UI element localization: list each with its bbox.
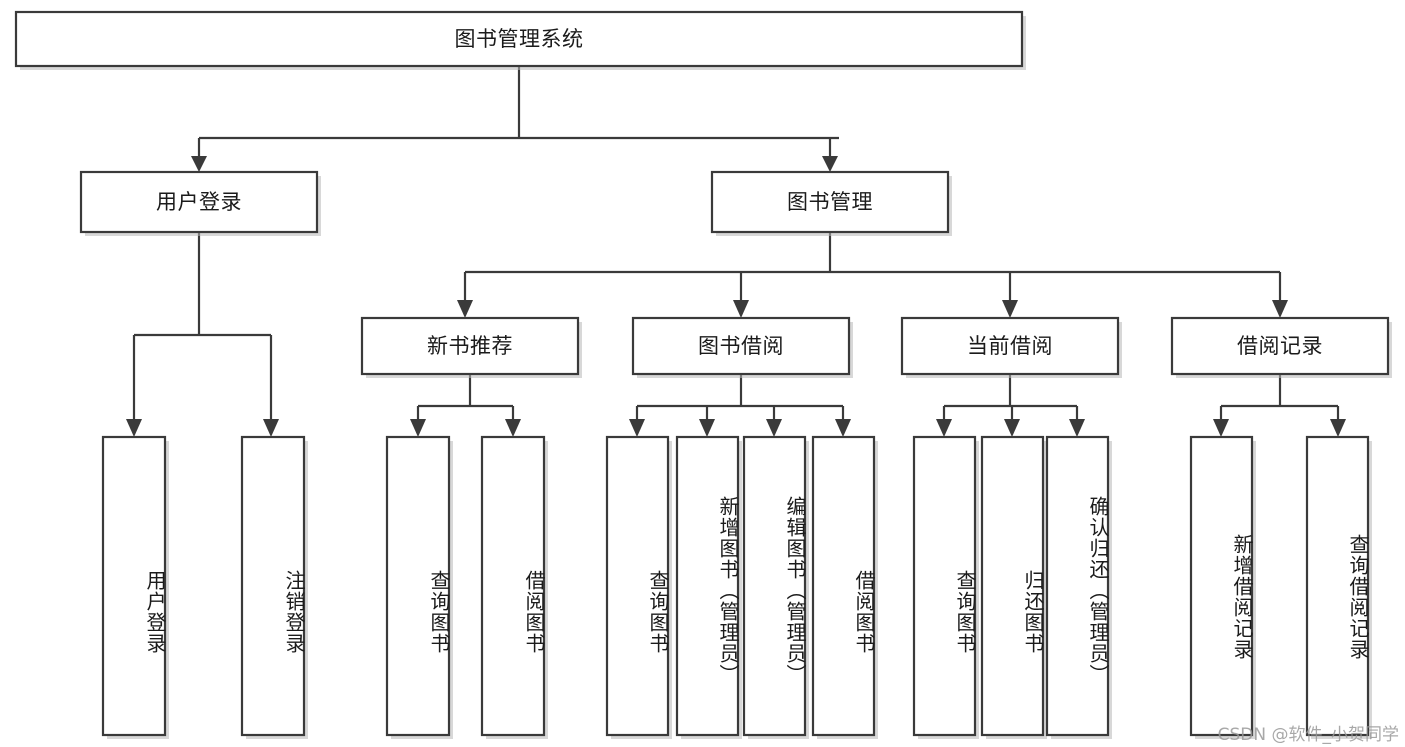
arrow-user-login-leaf-2 [263,419,279,437]
edge-layer [126,66,1346,437]
arrow-bm-borrow-record [1272,300,1288,318]
node-box-leaf-user-login[interactable] [101,435,167,737]
arrow-cb-leaf-2 [1004,419,1020,437]
arrow-bb-leaf-4 [835,419,851,437]
node-box-leaf-query-record[interactable] [1305,435,1370,737]
arrow-bb-leaf-3 [766,419,782,437]
arrow-bm-new-book-rec [457,300,473,318]
node-box-leaf-query-book-2[interactable] [605,435,670,737]
node-box-leaf-confirm-return[interactable] [1045,435,1110,737]
node-box-current-borrow[interactable] [900,316,1120,376]
arrow-root-to-book-manage [822,156,838,172]
arrow-user-login-leaf-1 [126,419,142,437]
arrow-bm-current-borrow [1002,300,1018,318]
arrow-nbr-leaf-1 [410,419,426,437]
node-box-layer [14,10,1390,737]
node-box-new-book-rec[interactable] [360,316,580,376]
node-box-leaf-borrow-book-2[interactable] [811,435,876,737]
arrow-nbr-leaf-2 [505,419,521,437]
arrow-bb-leaf-1 [629,419,645,437]
node-box-leaf-query-book-1[interactable] [385,435,451,737]
node-box-leaf-return-book[interactable] [980,435,1045,737]
arrow-bb-leaf-2 [699,419,715,437]
node-box-leaf-add-book[interactable] [675,435,740,737]
node-box-root[interactable] [14,10,1024,68]
arrow-cb-leaf-1 [936,419,952,437]
arrow-bm-book-borrow [733,300,749,318]
node-box-borrow-record[interactable] [1170,316,1390,376]
node-box-book-borrow[interactable] [631,316,851,376]
node-box-leaf-query-book-3[interactable] [912,435,977,737]
node-box-user-login[interactable] [79,170,319,234]
node-box-leaf-edit-book[interactable] [742,435,807,737]
arrow-br-leaf-1 [1213,419,1229,437]
node-box-leaf-logout[interactable] [240,435,306,737]
arrow-root-to-user-login [191,156,207,172]
arrow-br-leaf-2 [1330,419,1346,437]
node-box-leaf-add-record[interactable] [1189,435,1254,737]
node-box-leaf-borrow-book-1[interactable] [480,435,546,737]
node-box-book-manage[interactable] [710,170,950,234]
arrow-cb-leaf-3 [1069,419,1085,437]
csdn-watermark: CSDN @软件_小贺同学 [1217,725,1399,745]
